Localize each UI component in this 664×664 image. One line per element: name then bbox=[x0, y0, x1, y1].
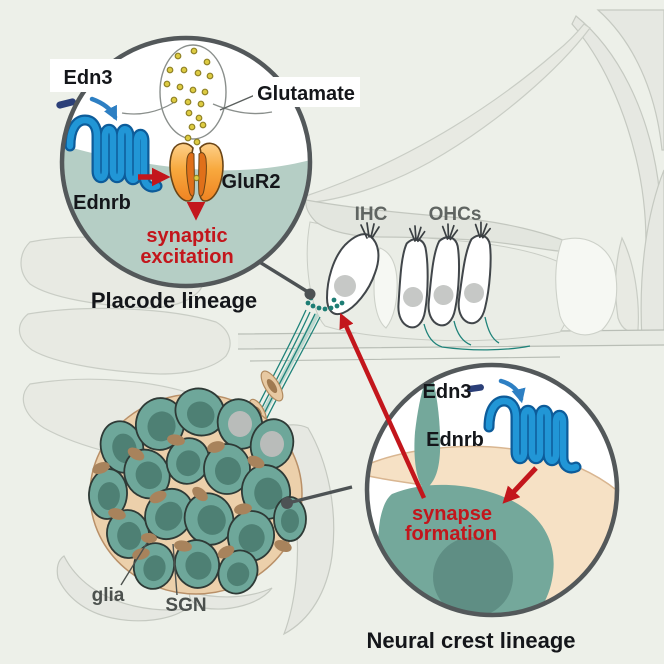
bone-curl-bottom bbox=[188, 587, 273, 610]
inner-hair-cell bbox=[325, 222, 380, 316]
sgn-cells bbox=[88, 387, 307, 595]
outer-tunnel-space bbox=[555, 237, 618, 336]
glutamate-label-box bbox=[253, 77, 360, 107]
placode-circle-border bbox=[59, 35, 313, 289]
ihc-stereocilia bbox=[360, 222, 380, 239]
ednrb-label-placode: Ednrb bbox=[73, 192, 131, 214]
edn3-label-box bbox=[50, 59, 127, 92]
callout-line-neural-crest bbox=[287, 485, 353, 505]
edn3-ligand-placode bbox=[56, 98, 76, 109]
sgn-label: SGN bbox=[165, 595, 206, 616]
presynaptic-membrane bbox=[121, 102, 273, 115]
modiolus-lump-2 bbox=[18, 307, 231, 375]
ihc-nucleus bbox=[334, 275, 356, 297]
bone-curl-left bbox=[56, 555, 187, 622]
ednrb-label-neural-crest: Ednrb bbox=[426, 429, 484, 451]
sgn-dendrite-inset bbox=[414, 367, 441, 490]
synapse-formation-arrow bbox=[339, 312, 427, 499]
sgn-nucleus-inset bbox=[433, 537, 513, 615]
placode-inset: Edn3 Glutamate Ednrb GluR2 synaptic exci… bbox=[50, 35, 360, 289]
edn3-label-neural-crest: Edn3 bbox=[423, 381, 472, 403]
neural-crest-title: Neural crest lineage bbox=[366, 628, 575, 653]
synapse-formation-line1: synapse bbox=[412, 503, 492, 525]
callout-line-placode bbox=[252, 256, 309, 294]
ihc-label: IHC bbox=[355, 204, 388, 225]
cochlea-wall-corner bbox=[596, 9, 664, 151]
synapse-formation-line2: formation bbox=[405, 523, 497, 545]
ganglion-label-pointers bbox=[120, 542, 178, 596]
edn3-binding-arrow-placode bbox=[89, 96, 118, 121]
glia-nuclei bbox=[92, 434, 292, 560]
glutamate-dots bbox=[163, 47, 214, 146]
glutamate-label: Glutamate bbox=[257, 83, 355, 105]
edn3-label-placode: Edn3 bbox=[64, 67, 113, 89]
ohcs-label: OHCs bbox=[429, 204, 482, 225]
glur2-channel bbox=[169, 142, 224, 202]
sgn-gray-nucleus bbox=[228, 411, 252, 437]
callout-dot-synapse bbox=[304, 288, 316, 300]
bundle-glia-nucleus-1 bbox=[266, 378, 278, 394]
neural-crest-circle-border bbox=[364, 362, 620, 618]
synaptic-excitation-line2: excitation bbox=[140, 246, 233, 268]
edn3-binding-arrow-neural-crest bbox=[498, 378, 526, 404]
callouts bbox=[252, 256, 353, 509]
tectorial-arch bbox=[305, 199, 588, 253]
glia-label: glia bbox=[92, 585, 125, 606]
signal-arrow-inset bbox=[502, 466, 538, 504]
sgn-gray-nucleus bbox=[260, 431, 284, 457]
synaptic-excitation-line1: synaptic bbox=[146, 225, 227, 247]
hair-cells bbox=[325, 219, 531, 351]
sgn-cluster bbox=[88, 387, 307, 595]
reissner-membrane bbox=[302, 23, 591, 204]
placode-title: Placode lineage bbox=[91, 288, 257, 313]
glur2-label: GluR2 bbox=[222, 171, 281, 193]
neural-crest-inset: Edn3 Ednrb synapse formation bbox=[364, 362, 620, 618]
callout-dot-sgn bbox=[281, 497, 293, 509]
edn3-ligand-neural-crest bbox=[467, 384, 484, 393]
ohc-afferent-fibers bbox=[423, 316, 531, 351]
